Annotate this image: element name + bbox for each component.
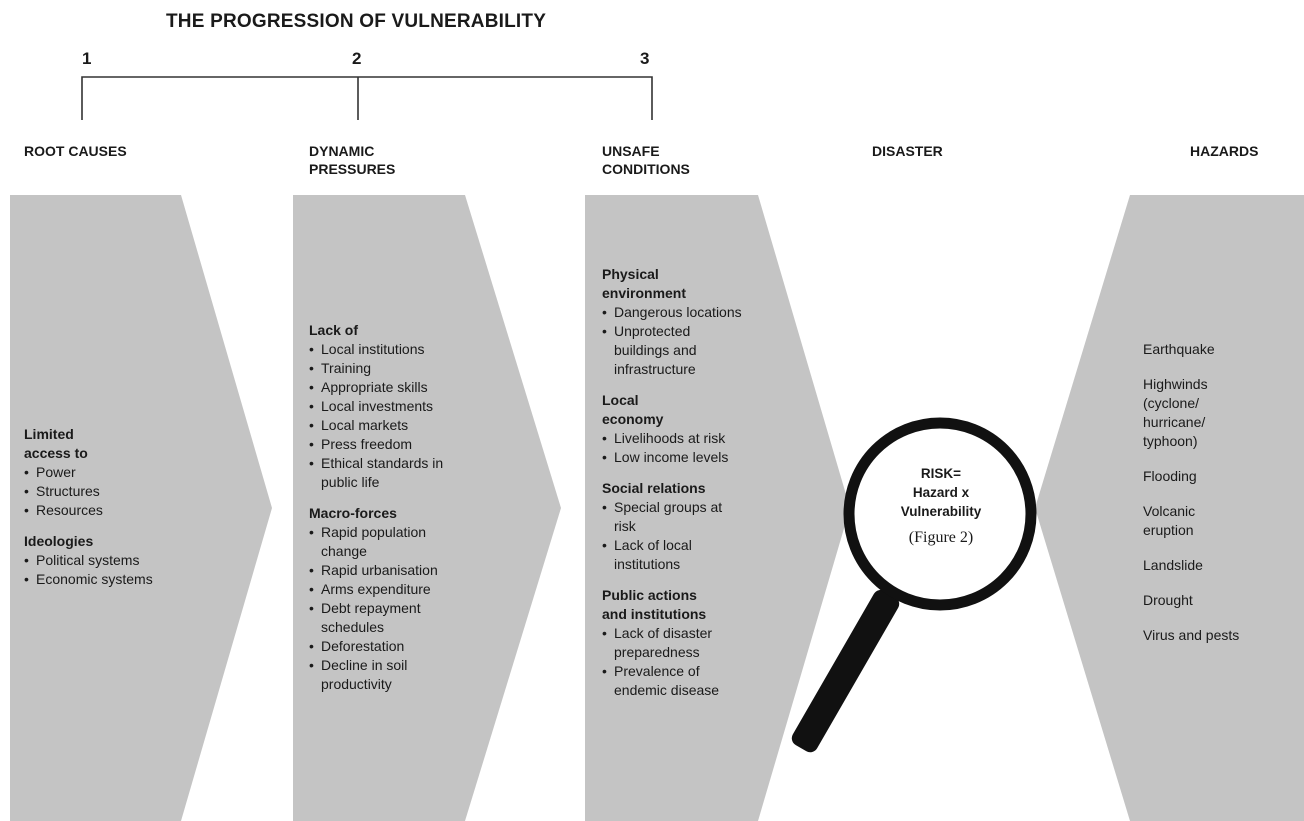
- progression-bracket: [81, 76, 653, 120]
- list-item: Appropriate skills: [309, 378, 459, 397]
- list-item: Special groups at risk: [602, 498, 742, 536]
- stage-number-3: 3: [640, 49, 650, 68]
- list-item: Political systems: [24, 551, 174, 570]
- list-item: Ethical standards in public life: [309, 454, 459, 492]
- risk-formula: RISK= Hazard x Vulnerability (Figure 2): [878, 464, 1004, 547]
- factor-group: Social relations Special groups at risk …: [602, 479, 742, 574]
- figure-reference: (Figure 2): [908, 529, 974, 546]
- risk-line: Vulnerability: [900, 504, 982, 519]
- group-heading: Local economy: [602, 392, 664, 427]
- list-item: Rapid population change: [309, 523, 459, 561]
- hazard-item: Virus and pests: [1143, 627, 1240, 643]
- list-item: Decline in soil productivity: [309, 656, 459, 694]
- hazard-item: Highwinds (cyclone/ hurricane/ typhoon): [1143, 376, 1208, 449]
- root-causes-heading: ROOT CAUSES: [24, 143, 127, 159]
- list-item: Unprotected buildings and infrastructure: [602, 322, 742, 379]
- list-item: Dangerous locations: [602, 303, 742, 322]
- risk-line: RISK=: [920, 466, 962, 481]
- list-item: Prevalence of endemic disease: [602, 662, 742, 700]
- hazard-item: Drought: [1143, 592, 1193, 608]
- list-item: Press freedom: [309, 435, 459, 454]
- hazard-item: Volcanic eruption: [1143, 503, 1196, 538]
- hazard-item: Earthquake: [1143, 341, 1215, 357]
- heading-line: DYNAMIC: [309, 143, 375, 159]
- list-item: Deforestation: [309, 637, 459, 656]
- list-item: Economic systems: [24, 570, 174, 589]
- group-heading: Limited access to: [24, 426, 88, 461]
- group-heading: Ideologies: [24, 533, 94, 549]
- list-item: Arms expenditure: [309, 580, 459, 599]
- diagram-title: THE PROGRESSION OF VULNERABILITY: [166, 11, 547, 32]
- hazards-arrow: [1035, 195, 1304, 821]
- unsafe-conditions-content: Physical environment Dangerous locations…: [602, 265, 742, 712]
- hazard-item: Landslide: [1143, 557, 1203, 573]
- heading-line: PRESSURES: [309, 161, 396, 177]
- list-item: Local markets: [309, 416, 459, 435]
- list-item: Structures: [24, 482, 174, 501]
- list-item: Local investments: [309, 397, 459, 416]
- list-item: Training: [309, 359, 459, 378]
- hazards-list: Earthquake Highwinds (cyclone/ hurricane…: [1143, 340, 1248, 661]
- stage-number-2: 2: [352, 49, 362, 68]
- factor-group: Ideologies Political systems Economic sy…: [24, 532, 174, 589]
- factor-group: Public actions and institutions Lack of …: [602, 586, 742, 700]
- heading-line: UNSAFE: [602, 143, 660, 159]
- factor-group: Physical environment Dangerous locations…: [602, 265, 742, 379]
- factor-group: Local economy Livelihoods at risk Low in…: [602, 391, 742, 467]
- factor-group: Lack of Local institutions Training Appr…: [309, 321, 459, 492]
- list-item: Low income levels: [602, 448, 742, 467]
- root-causes-content: Limited access to Power Structures Resou…: [24, 425, 174, 601]
- group-heading: Public actions and institutions: [602, 587, 707, 622]
- list-item: Local institutions: [309, 340, 459, 359]
- list-item: Lack of disaster preparedness: [602, 624, 742, 662]
- factor-group: Macro-forces Rapid population change Rap…: [309, 504, 459, 694]
- heading-line: CONDITIONS: [602, 161, 690, 177]
- dynamic-pressures-heading: DYNAMIC PRESSURES: [309, 142, 395, 178]
- group-heading: Physical environment: [602, 266, 687, 301]
- risk-line: Hazard x: [912, 485, 970, 500]
- group-heading: Social relations: [602, 480, 706, 496]
- hazards-heading: HAZARDS: [1190, 143, 1259, 159]
- hazard-item: Flooding: [1143, 468, 1197, 484]
- group-heading: Macro-forces: [309, 505, 397, 521]
- list-item: Rapid urbanisation: [309, 561, 459, 580]
- list-item: Power: [24, 463, 174, 482]
- dynamic-pressures-content: Lack of Local institutions Training Appr…: [309, 321, 459, 706]
- group-heading: Lack of: [309, 322, 359, 338]
- unsafe-conditions-heading: UNSAFE CONDITIONS: [602, 142, 690, 178]
- list-item: Lack of local institutions: [602, 536, 742, 574]
- magnifier-lens: [843, 417, 1037, 611]
- magnifier-handle: [791, 589, 900, 753]
- disaster-heading: DISASTER: [872, 143, 943, 159]
- list-item: Resources: [24, 501, 174, 520]
- factor-group: Limited access to Power Structures Resou…: [24, 425, 174, 520]
- list-item: Livelihoods at risk: [602, 429, 742, 448]
- list-item: Debt repayment schedules: [309, 599, 459, 637]
- stage-number-1: 1: [82, 49, 92, 68]
